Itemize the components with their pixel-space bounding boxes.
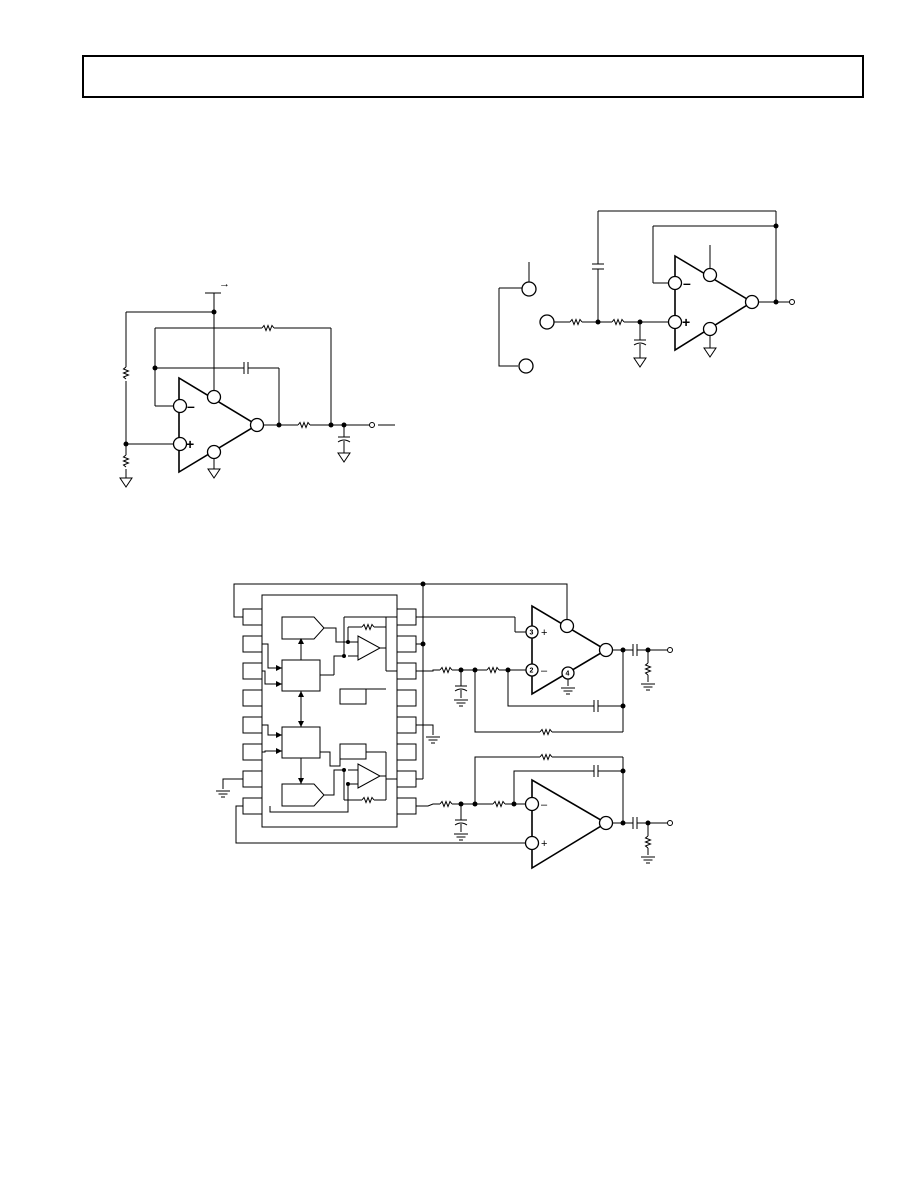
ic-pin bbox=[396, 716, 417, 734]
left-circuit: → – + bbox=[119, 278, 395, 488]
output-terminal bbox=[789, 299, 795, 305]
ic-body bbox=[261, 594, 398, 828]
ground-symbol bbox=[640, 856, 656, 864]
ic-pin bbox=[396, 770, 417, 788]
ic-block-mid-bottom bbox=[281, 726, 321, 759]
ground-symbol bbox=[119, 477, 133, 488]
ground-symbol bbox=[560, 687, 576, 695]
ic-pin bbox=[396, 743, 417, 761]
pin-circle bbox=[702, 267, 718, 283]
junction-dot bbox=[276, 422, 282, 428]
minus-sign: – bbox=[683, 275, 691, 291]
junction-dot bbox=[620, 647, 626, 653]
ic-pin bbox=[242, 662, 263, 680]
ic-left-pins bbox=[242, 608, 263, 815]
ground-symbol bbox=[453, 699, 469, 707]
junction-dot bbox=[620, 820, 626, 826]
junction-dot bbox=[773, 223, 779, 229]
ic-pin bbox=[396, 797, 417, 815]
ic-internal-amp-top bbox=[357, 635, 382, 661]
pin-circle bbox=[559, 618, 575, 634]
ic-block-bottom bbox=[281, 783, 325, 807]
pin-circle bbox=[518, 358, 534, 374]
minus-sign: – bbox=[541, 799, 548, 811]
pin-circle bbox=[702, 321, 718, 337]
pin-3-label: 3 bbox=[530, 630, 534, 637]
pin-circle bbox=[524, 835, 540, 851]
resistor-feedback bbox=[261, 324, 275, 332]
resistor-r1 bbox=[122, 366, 130, 380]
pin-4-label: 4 bbox=[566, 671, 570, 678]
capacitor-plate bbox=[337, 439, 351, 443]
pin-3-circle bbox=[525, 625, 539, 639]
ic-pin bbox=[242, 716, 263, 734]
ic-block-mid-top bbox=[281, 659, 321, 692]
pin-circle bbox=[172, 436, 188, 452]
ic-pin bbox=[396, 689, 417, 707]
output-terminal bbox=[667, 820, 673, 826]
resistor-output bbox=[297, 421, 311, 429]
ic-pin bbox=[396, 635, 417, 653]
ground-symbol bbox=[640, 683, 656, 691]
header-box bbox=[82, 55, 864, 98]
pin-circle bbox=[172, 398, 188, 414]
junction-dot bbox=[773, 299, 779, 305]
plus-sign: + bbox=[541, 838, 547, 850]
pin-2-label: 2 bbox=[530, 668, 534, 675]
output-terminal bbox=[667, 647, 673, 653]
ic-block-top bbox=[281, 616, 325, 640]
supply-arrow-text: → bbox=[219, 278, 230, 290]
ground-symbol bbox=[337, 452, 351, 463]
ic-pin bbox=[242, 689, 263, 707]
pin-circle bbox=[521, 281, 537, 297]
pin-2-circle bbox=[525, 663, 539, 677]
pin-circle bbox=[598, 815, 614, 831]
ground-symbol bbox=[633, 357, 647, 368]
bottom-circuit: 3 2 4 + – bbox=[215, 581, 673, 870]
output-terminal bbox=[369, 422, 375, 428]
ground-symbol bbox=[425, 736, 441, 744]
ic-small-block-top bbox=[339, 688, 367, 705]
pin-circle bbox=[524, 796, 540, 812]
minus-sign: – bbox=[541, 665, 548, 677]
capacitor-plate bbox=[633, 342, 647, 346]
plus-sign: + bbox=[186, 436, 194, 452]
resistor-r4 bbox=[611, 318, 625, 326]
junction-dot bbox=[328, 422, 334, 428]
ic-small-block-bottom bbox=[339, 743, 367, 760]
ic-pin bbox=[242, 770, 263, 788]
ic-pin bbox=[396, 608, 417, 626]
ic-pin bbox=[242, 797, 263, 815]
pin-circle bbox=[206, 444, 222, 460]
pin-circle bbox=[539, 314, 555, 330]
resistor-r2 bbox=[122, 454, 130, 468]
right-circuit: – + bbox=[498, 210, 795, 374]
pin-circle bbox=[249, 417, 265, 433]
pin-circle bbox=[744, 294, 760, 310]
minus-sign: – bbox=[187, 398, 195, 414]
ground-symbol bbox=[215, 790, 231, 798]
ic-internal-amp-bottom bbox=[357, 763, 382, 789]
pin-circle bbox=[667, 275, 683, 291]
pin-circle bbox=[667, 314, 683, 330]
ic-pin bbox=[396, 662, 417, 680]
ground-symbol bbox=[453, 833, 469, 841]
pin-circle bbox=[206, 389, 222, 405]
op-amp-bottom-lower bbox=[531, 778, 608, 870]
ground-symbol bbox=[703, 347, 717, 358]
ic-pin bbox=[242, 608, 263, 626]
plus-sign: + bbox=[541, 627, 547, 639]
pin-circle bbox=[598, 642, 614, 658]
ic-right-pins bbox=[396, 608, 417, 815]
ground-symbol bbox=[207, 468, 221, 479]
ic-pin bbox=[242, 743, 263, 761]
plus-sign: + bbox=[682, 314, 690, 330]
resistor-r3 bbox=[569, 318, 583, 326]
ic-pin bbox=[242, 635, 263, 653]
